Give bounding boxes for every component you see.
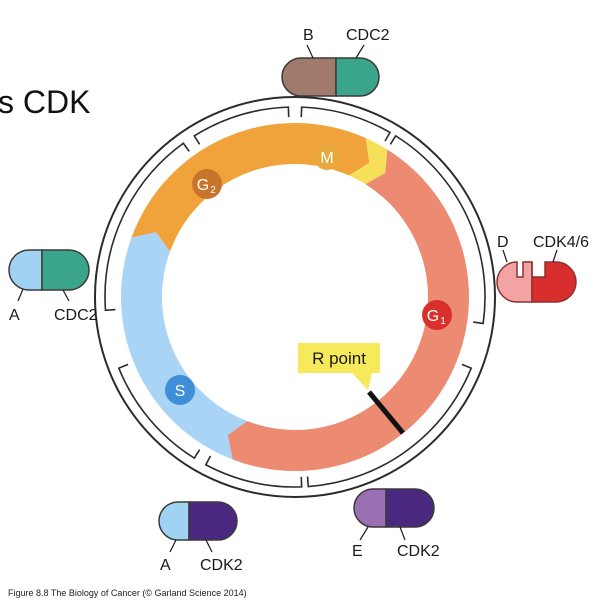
figure-caption: Figure 8.8 The Biology of Cancer (© Garl… bbox=[8, 588, 247, 598]
phase-brackets bbox=[104, 106, 486, 488]
phase-s-text: S bbox=[175, 383, 186, 400]
phase-m-arc bbox=[349, 138, 388, 185]
phase-m-label: M bbox=[314, 144, 340, 170]
phase-g2-label: G 2 bbox=[192, 169, 222, 199]
complex-bottom-left-cyclin-label: A bbox=[160, 557, 171, 574]
phase-g1-text: G bbox=[427, 308, 439, 325]
phase-bracket bbox=[300, 106, 392, 142]
complex-bottom-left-cdk-label: CDK2 bbox=[200, 557, 243, 574]
complex-bottom-right-cdk-label: CDK2 bbox=[397, 543, 440, 560]
complex-left-a-cdc2: A CDC2 bbox=[8, 249, 98, 324]
phase-bracket bbox=[389, 134, 486, 325]
phase-g1-sub: 1 bbox=[440, 316, 446, 327]
r-point-marker bbox=[367, 390, 405, 435]
phase-bracket bbox=[193, 106, 290, 145]
phase-bracket bbox=[306, 363, 473, 488]
phase-bracket bbox=[204, 455, 303, 488]
complex-top-b-cdc2: B CDC2 bbox=[281, 27, 390, 97]
phase-g1-label: G 1 bbox=[422, 300, 452, 330]
complex-left-cdk-label: CDC2 bbox=[54, 307, 98, 324]
r-point-callout: R point bbox=[298, 343, 380, 390]
phase-s-label: S bbox=[165, 375, 195, 405]
phase-g2-text: G bbox=[197, 177, 209, 194]
outer-ring bbox=[94, 96, 496, 498]
complex-top-cyclin-label: B bbox=[303, 27, 314, 44]
slide-title: s CDK bbox=[0, 84, 90, 120]
complex-left-cyclin-label: A bbox=[9, 307, 20, 324]
phase-g2-arc bbox=[131, 122, 370, 252]
complex-bottom-right-cyclin-label: E bbox=[352, 543, 363, 560]
complex-top-cdk-label: CDC2 bbox=[346, 27, 390, 44]
complex-right-cyclin-label: D bbox=[497, 234, 509, 251]
phase-s-arc bbox=[121, 232, 248, 460]
phase-g2-sub: 2 bbox=[210, 185, 216, 196]
phase-bracket bbox=[104, 142, 190, 312]
phase-bracket bbox=[117, 363, 201, 460]
complex-right-cdk-label: CDK4/6 bbox=[533, 234, 589, 251]
complex-right-d-cdk46: D CDK4/6 bbox=[496, 234, 589, 303]
complex-bottom-left-a-cdk2: A CDK2 bbox=[158, 501, 243, 574]
phase-m-text: M bbox=[320, 150, 333, 167]
phase-g1-arc bbox=[227, 149, 469, 471]
complex-bottom-right-e-cdk2: E CDK2 bbox=[352, 488, 440, 560]
r-point-label: R point bbox=[312, 349, 366, 368]
